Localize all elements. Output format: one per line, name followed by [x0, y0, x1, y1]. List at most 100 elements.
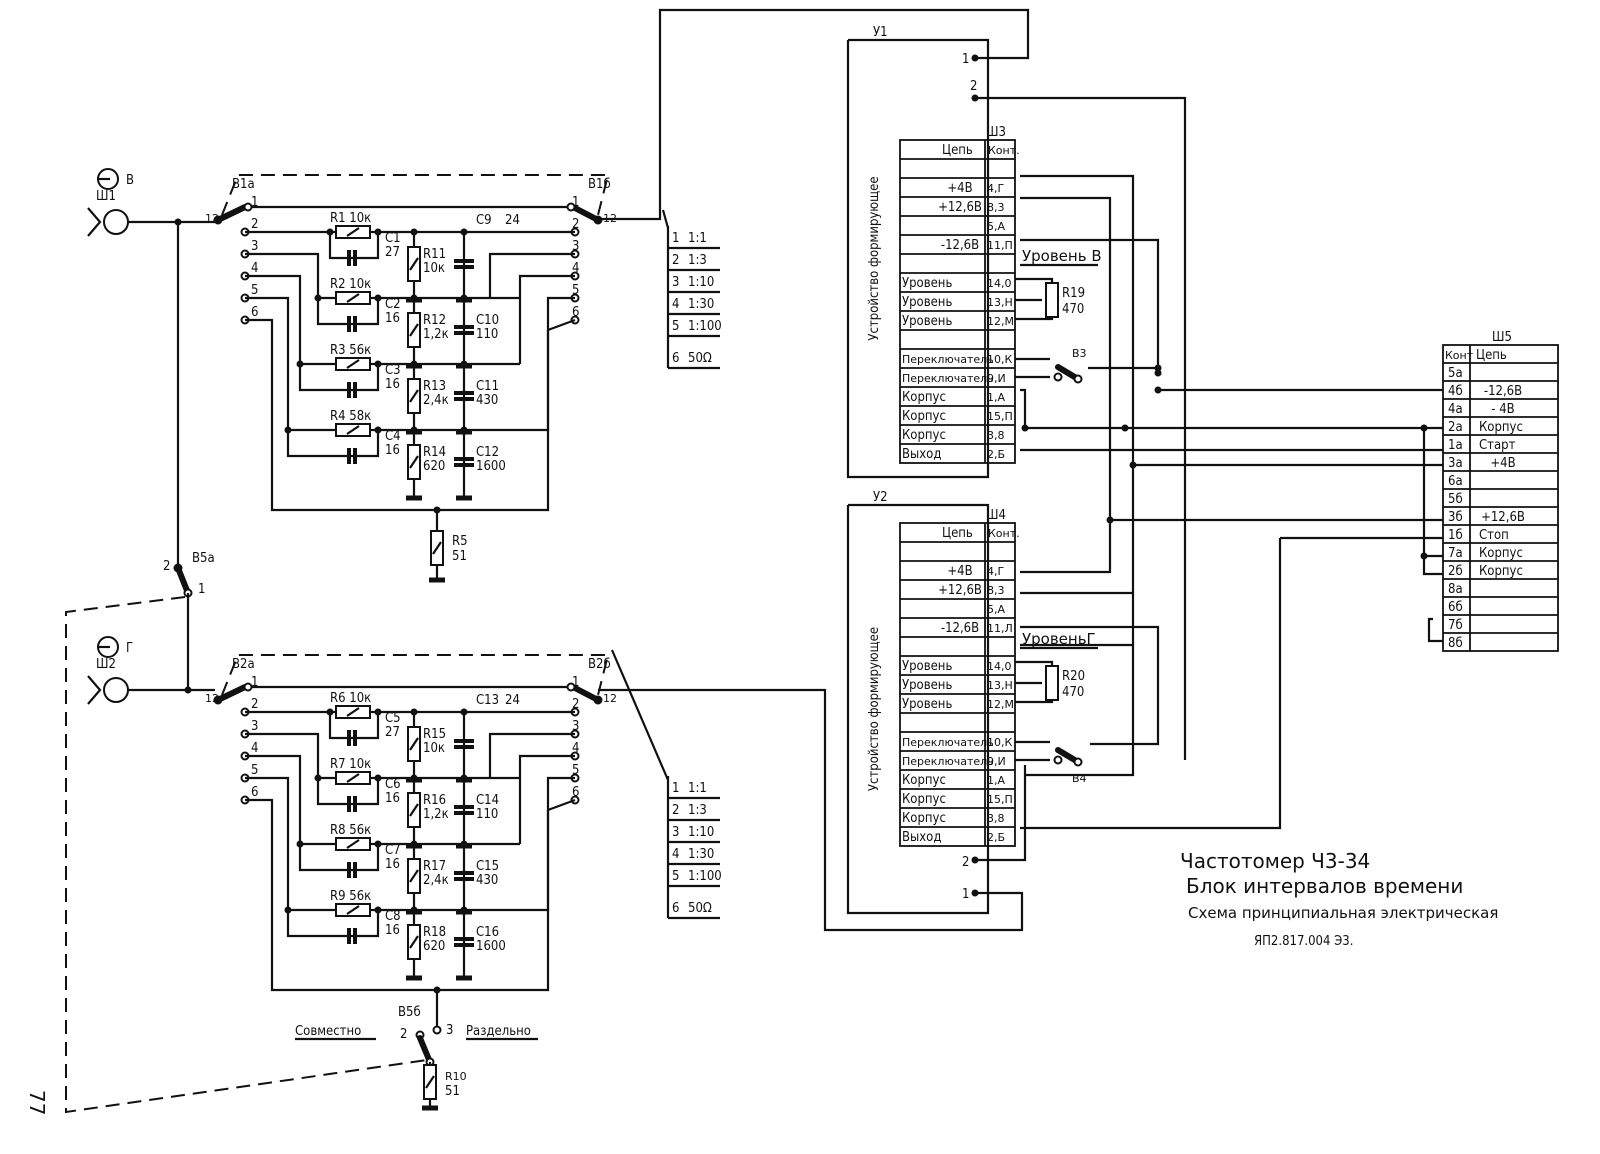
wire — [245, 252, 520, 300]
switch-position-label: 5 — [251, 763, 258, 778]
shunt-capacitor-value: 430 — [476, 393, 498, 408]
wire — [245, 798, 576, 992]
junction-dot — [460, 774, 468, 782]
table-cell-circuit: Уровень — [902, 314, 952, 329]
drawing-number: ЯП2.817.004 Э3. — [1254, 934, 1353, 949]
table-cell-circuit: Уровень — [902, 276, 952, 291]
table-cell-contact: 8б — [1448, 636, 1463, 651]
wire — [598, 688, 1024, 932]
wire — [1015, 700, 1054, 704]
page-number: 77 — [25, 1090, 49, 1115]
junction-dot — [410, 708, 418, 716]
junction-dot — [374, 228, 382, 236]
resistor-mark — [346, 227, 360, 237]
junction-dot — [374, 906, 382, 914]
junction-dot — [410, 228, 418, 236]
wire — [1020, 538, 1282, 830]
ratio-position: 1 — [672, 231, 679, 246]
table-cell-contact: 5,А — [987, 220, 1005, 233]
pin-12-label: 12 — [603, 692, 617, 705]
capacitor-label: C6 — [385, 777, 401, 792]
table-cell-circuit: Уровень — [902, 678, 952, 693]
pin-table — [1442, 344, 1559, 652]
junction-dot — [314, 294, 322, 302]
switch-position-label: 2 — [572, 697, 579, 712]
ratio-position: 5 — [672, 869, 679, 884]
switch-label: В2а — [232, 657, 255, 672]
switch-position-label: 1 — [251, 195, 258, 210]
switch-contact — [243, 682, 253, 692]
table-cell-circuit: +12,6В — [938, 583, 982, 598]
junction-dot — [410, 360, 418, 368]
ratio-position: 5 — [672, 319, 679, 334]
capacitor-value: 16 — [385, 311, 400, 326]
shunt-capacitor-value: 1600 — [476, 459, 506, 474]
table-cell-contact: 3б — [1448, 510, 1463, 525]
resistor-mark — [409, 257, 419, 271]
ratio-value: 1:1 — [688, 231, 707, 246]
wire — [846, 503, 990, 915]
pin-table — [899, 139, 1016, 464]
shunt-capacitor-value: 1600 — [476, 939, 506, 954]
switch-position-label: 4 — [572, 261, 579, 276]
series-resistor-label: R9 56к — [330, 889, 371, 904]
table-cell-contact: 2б — [1448, 564, 1463, 579]
junction-dot — [374, 708, 382, 716]
table-cell-contact: 4,Г — [987, 182, 1004, 195]
table-cell-contact: 5а — [1448, 366, 1463, 381]
capacitor-value: 16 — [385, 443, 400, 458]
wire — [610, 649, 670, 781]
table-cell-contact: 11,Л — [987, 622, 1013, 635]
potentiometer-label: R19 — [1062, 286, 1085, 301]
switch-position-label: 3 — [572, 239, 579, 254]
switch-position-label: 1 — [572, 195, 579, 210]
capacitor-label: C3 — [385, 363, 401, 378]
switch-position-label: 2 — [251, 217, 258, 232]
wire — [598, 8, 1030, 221]
junction-dot — [374, 294, 382, 302]
table-cell-circuit: Корпус — [902, 792, 946, 807]
pin-table — [899, 522, 1016, 847]
table-cell-circuit: Корпус — [902, 390, 946, 405]
shunt-capacitor-label: C14 — [476, 793, 499, 808]
table-cell-contact: 4б — [1448, 384, 1463, 399]
shunt-resistor-label: R11 — [423, 247, 446, 262]
switch-label: В5а — [192, 551, 215, 566]
junction-dot — [1129, 461, 1137, 469]
switch-position-label: 1 — [251, 675, 258, 690]
pin-label: 2 — [400, 1027, 407, 1042]
capacitor-label: C5 — [385, 711, 401, 726]
switch-position-label: 4 — [251, 741, 258, 756]
resistor-mark — [409, 935, 419, 949]
wire — [286, 430, 380, 458]
table-cell-contact: 10,К — [987, 353, 1012, 366]
title-line-3: Схема принципиальная электрическая — [1188, 904, 1498, 922]
series-resistor-label: R3 56к — [330, 343, 371, 358]
channel-label: Г — [126, 641, 133, 656]
mechanical-link — [221, 654, 610, 696]
level-label: УровеньГ — [1022, 630, 1096, 648]
table-cell-contact: 8а — [1448, 582, 1463, 597]
capacitor-label: C2 — [385, 297, 401, 312]
switch-position-label: 3 — [251, 239, 258, 254]
capacitor-label: C7 — [385, 843, 401, 858]
table-cell-contact: 13,Н — [987, 296, 1013, 309]
wire — [488, 732, 575, 778]
junction-dot — [460, 840, 468, 848]
pin-label: 1 — [962, 887, 969, 902]
wire — [245, 318, 576, 512]
wire — [1020, 174, 1135, 645]
switch-contact — [432, 1025, 442, 1035]
shunt-resistor-value: 10к — [423, 261, 445, 276]
junction-dot — [1154, 364, 1162, 372]
table-cell-contact: 1а — [1448, 438, 1463, 453]
coax-connector — [103, 209, 129, 235]
table-cell-contact: 7а — [1448, 546, 1463, 561]
junction-dot — [410, 294, 418, 302]
potentiometer-label: R20 — [1062, 669, 1085, 684]
title-line-1: Частотомер Ч3-34 — [1180, 849, 1370, 873]
switch-position-label: 3 — [572, 719, 579, 734]
wire — [1020, 238, 1160, 373]
table-cell-contact: 13,Н — [987, 679, 1013, 692]
switch-position-label: 5 — [572, 283, 579, 298]
